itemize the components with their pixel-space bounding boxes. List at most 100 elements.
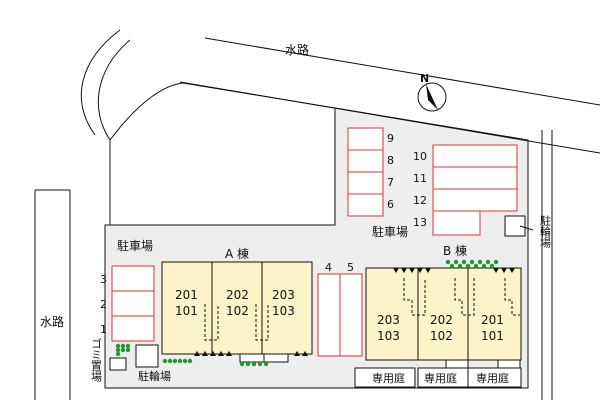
- parking-number-1: 1: [100, 323, 107, 336]
- bicycle-parking-left-label: 駐輪場: [138, 369, 171, 383]
- tree-dot: [453, 259, 459, 265]
- building-a-entrance-1: [239, 353, 265, 363]
- tree-dot: [187, 358, 193, 364]
- private-garden-3: [467, 367, 522, 388]
- tree-dot: [172, 358, 178, 364]
- building-a: A 棟 201 101 202 102 203 103: [161, 246, 313, 363]
- private-gardens: 専用庭 専用庭 専用庭: [354, 359, 522, 388]
- building-b-outline: [365, 267, 522, 361]
- parking-label-left: 駐車場: [117, 238, 153, 253]
- parking-space-2: [111, 290, 155, 317]
- tree-dot: [115, 343, 121, 349]
- b-unit-2-upper: 202: [430, 313, 453, 327]
- parking-space-5: [339, 273, 363, 357]
- parking-space-9: [347, 127, 384, 151]
- bicycle-parking-right-label: 駐輪場: [539, 214, 552, 249]
- entrance-marker: [425, 268, 431, 273]
- tree-dot: [485, 259, 491, 265]
- parking-group-top-small: 9 8 7 6: [347, 127, 394, 217]
- entrance-marker: [218, 351, 224, 356]
- a-unit-2-lower: 102: [226, 304, 249, 318]
- parking-group-middle: 4 5: [317, 261, 363, 357]
- north-label: N: [420, 72, 429, 85]
- a-unit-3-upper: 203: [272, 288, 295, 302]
- parking-number-13: 13: [413, 216, 427, 229]
- left-waterway-label: 水路: [40, 314, 64, 329]
- garbage-area-label: ゴミ置場: [90, 337, 103, 383]
- bicycle-parking-right-box: [504, 215, 526, 237]
- parking-space-13: [432, 210, 481, 236]
- building-a-entrance-2: [263, 353, 289, 363]
- tree-dot: [489, 263, 495, 269]
- parking-group-top-large: 10 11 12 13: [413, 144, 518, 236]
- b-unit-1-lower: 103: [377, 329, 400, 343]
- tree-dot: [120, 347, 126, 353]
- building-b-label: B 棟: [443, 243, 467, 258]
- b-unit-2-lower: 102: [430, 329, 453, 343]
- parking-number-3: 3: [100, 273, 107, 286]
- a-unit-2-upper: 202: [226, 288, 249, 302]
- parking-number-10: 10: [413, 150, 427, 163]
- entrance-marker: [493, 268, 499, 273]
- entrance-marker: [409, 268, 415, 273]
- entrance-marker: [226, 351, 232, 356]
- parking-number-4: 4: [325, 261, 332, 274]
- parking-number-2: 2: [100, 298, 107, 311]
- parking-space-7: [347, 171, 384, 195]
- tree-dot: [177, 358, 183, 364]
- entrance-marker: [401, 268, 407, 273]
- entrance-marker: [210, 351, 216, 356]
- bicycle-parking-left-box: [135, 344, 159, 368]
- parking-space-4: [317, 273, 341, 357]
- tree-dot: [473, 263, 479, 269]
- entrance-marker: [501, 268, 507, 273]
- tree-dot: [449, 263, 455, 269]
- private-garden-label-1: 専用庭: [372, 371, 405, 385]
- garbage-area-box: [109, 357, 127, 371]
- building-b-stair-3: [504, 278, 520, 316]
- b-unit-1-upper: 203: [377, 313, 400, 327]
- tree-dot: [445, 259, 451, 265]
- tree-dot: [251, 361, 257, 367]
- entrance-marker: [509, 268, 515, 273]
- building-a-label: A 棟: [225, 246, 249, 261]
- top-waterway-label: 水路: [285, 42, 309, 57]
- entrance-marker: [294, 351, 300, 356]
- entrance-marker: [194, 351, 200, 356]
- tree-dot: [493, 259, 499, 265]
- building-b-stair-1: [403, 278, 426, 316]
- private-garden-label-3: 専用庭: [476, 371, 509, 385]
- tree-dot: [125, 347, 131, 353]
- parking-group-left: 3 2 1: [100, 265, 155, 342]
- a-unit-1-lower: 101: [175, 304, 198, 318]
- tree-dot: [481, 263, 487, 269]
- tree-dot: [469, 259, 475, 265]
- a-unit-3-lower: 103: [272, 304, 295, 318]
- north-arrow-icon: N: [417, 72, 447, 112]
- entrance-marker: [202, 351, 208, 356]
- garden-gate-2: [497, 359, 521, 369]
- curved-channel-outer: [80, 29, 121, 136]
- tree-dot: [167, 358, 173, 364]
- b-unit-3-upper: 201: [481, 313, 504, 327]
- parking-number-11: 11: [413, 172, 427, 185]
- parking-space-10: [432, 144, 518, 168]
- a-unit-1-upper: 201: [175, 288, 198, 302]
- b-unit-3-lower: 101: [481, 329, 504, 343]
- tree-dot: [457, 263, 463, 269]
- private-garden-1: [354, 367, 416, 388]
- building-a-outline: [161, 261, 313, 355]
- trees-group: [115, 259, 499, 367]
- parking-number-12: 12: [413, 194, 427, 207]
- building-b-stair-2: [454, 278, 475, 316]
- entrance-marker: [393, 268, 399, 273]
- garden-gate-1: [445, 359, 469, 369]
- top-waterway-lower-edge: [179, 81, 600, 154]
- parking-number-6: 6: [387, 198, 394, 211]
- tree-dot: [263, 361, 269, 367]
- tree-dot: [182, 358, 188, 364]
- parking-number-8: 8: [387, 154, 394, 167]
- tree-dot: [115, 351, 121, 357]
- parking-space-11: [432, 166, 518, 190]
